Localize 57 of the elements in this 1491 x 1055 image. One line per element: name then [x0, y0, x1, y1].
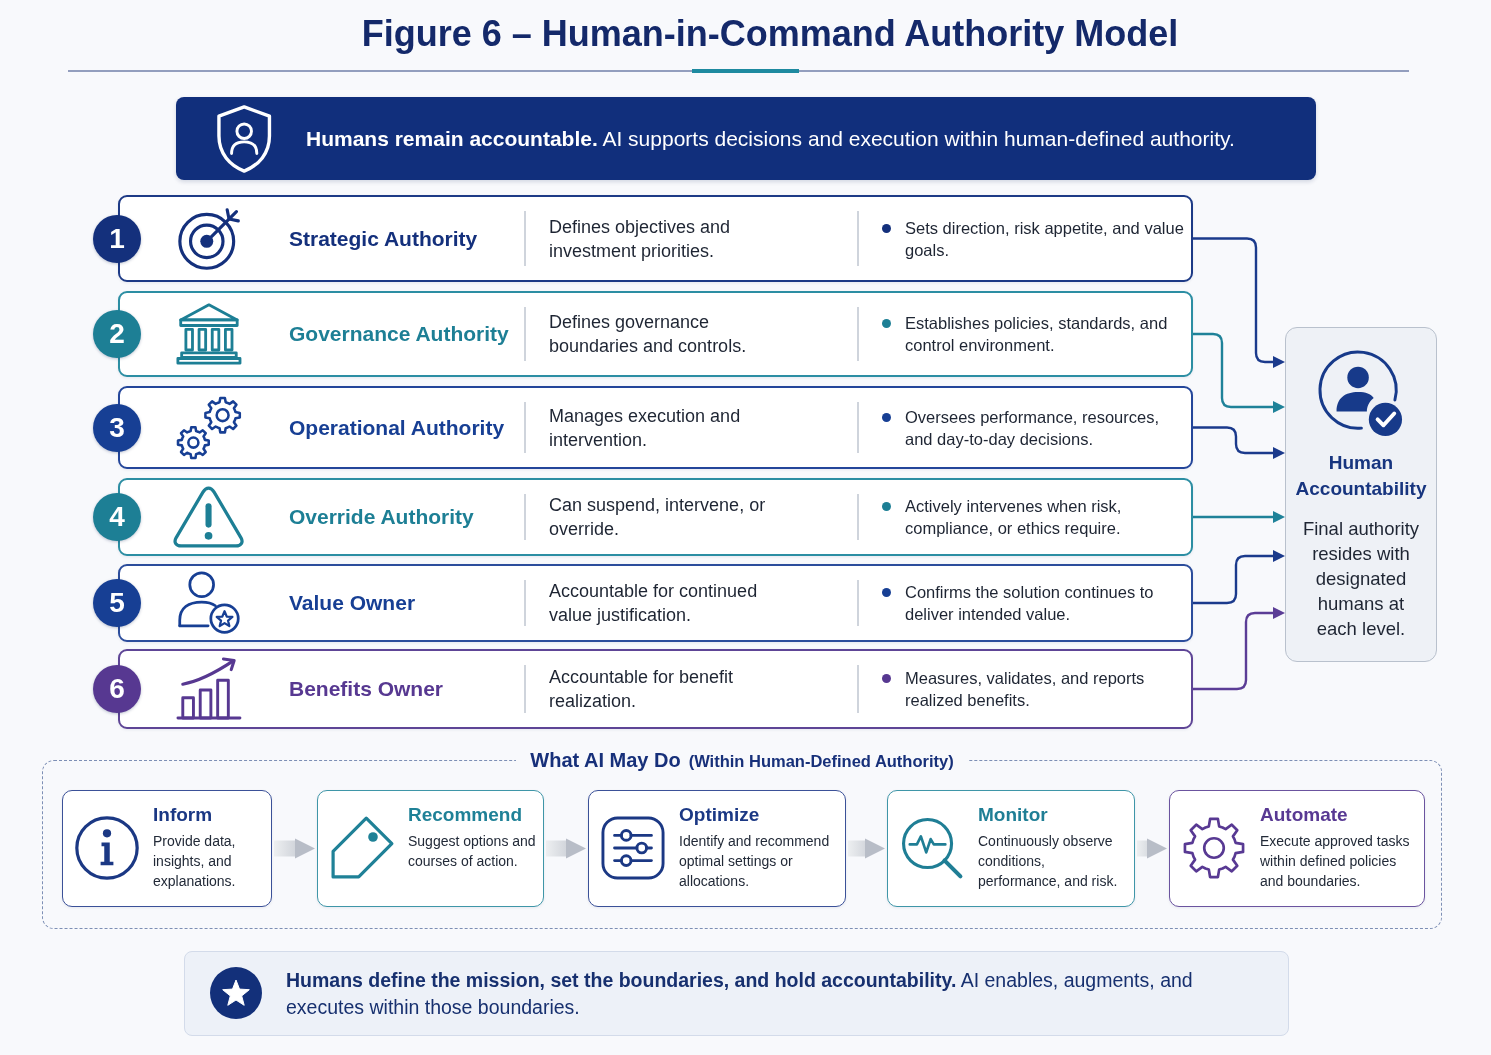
capability-card: [588, 790, 846, 907]
description-text: Manages execution and intervention.: [549, 404, 742, 452]
step-number: 3: [93, 403, 141, 452]
card-text: Continuously observe conditions, performance, and risk.: [978, 832, 1119, 891]
connector-arrow: [1193, 237, 1285, 368]
bullet-text: Measures, validates, and reports realized benefits.: [905, 668, 1146, 711]
connector-arrow: [1193, 511, 1285, 523]
bullet-text: Confirms the solution continues to deliver intended value.: [905, 582, 1155, 625]
row-title: Benefits Owner: [289, 677, 444, 701]
figure-title: Figure 6 – Human-in-Command Authority Model: [361, 13, 1179, 54]
capability-card: [1169, 790, 1425, 907]
bullet-text: Sets direction, risk appetite, and value goals.: [905, 217, 1185, 261]
chevron-arrow: [848, 838, 885, 859]
connector-arrow: [1193, 332, 1285, 413]
panel-heading: Human Accountability: [1294, 451, 1428, 501]
footer-text: Humans define the mission, set the boundaries, and hold accountability. AI enables, augments, and executes within those boundaries.: [286, 967, 1194, 1020]
chevron-arrow: [546, 838, 586, 859]
banner: [176, 97, 1316, 180]
connector-arrow: [1193, 607, 1285, 691]
card-title: Monitor: [978, 803, 1048, 827]
row-title: Override Authority: [289, 505, 474, 529]
card-text: Suggest options and courses of action.: [408, 832, 537, 871]
chevron-arrow: [274, 838, 315, 859]
step-number: 1: [93, 214, 141, 263]
description-text: Defines governance boundaries and controls.: [549, 311, 748, 358]
row-title: Value Owner: [289, 591, 416, 615]
bullet-text: Establishes policies, standards, and control environment.: [905, 313, 1169, 356]
capability-card: [317, 790, 544, 907]
row-title: Governance Authority: [289, 322, 509, 346]
card-title: Optimize: [679, 803, 760, 827]
connector-arrow: [1193, 426, 1285, 459]
row-title: Operational Authority: [289, 415, 505, 440]
description-text: Accountable for continued value justification.: [549, 580, 759, 627]
description-text: Accountable for benefit realization.: [549, 666, 735, 713]
connector-arrow: [1193, 550, 1285, 605]
step-number: 5: [93, 579, 141, 627]
step-number: 6: [93, 665, 141, 713]
step-number: 2: [93, 310, 141, 358]
capability-card: [62, 790, 272, 907]
row-title: Strategic Authority: [289, 226, 478, 251]
capability-card: [887, 790, 1135, 907]
description-text: Defines objectives and investment priorities.: [549, 215, 732, 263]
bullet-text: Oversees performance, resources, and day-to-day decisions.: [905, 406, 1161, 450]
step-number: 4: [93, 493, 141, 541]
card-title: Automate: [1260, 803, 1348, 827]
description-text: Can suspend, intervene, or override.: [549, 494, 767, 541]
chevron-arrow: [1137, 838, 1167, 859]
card-text: Execute approved tasks within defined policies and boundaries.: [1260, 832, 1411, 891]
card-title: Recommend: [408, 803, 523, 827]
panel-text: Final authority resides with designated humans at each level.: [1301, 517, 1421, 641]
card-text: Identify and recommend optimal settings or allocations.: [679, 832, 831, 891]
card-title: Inform: [153, 803, 213, 827]
banner-text: Humans remain accountable. AI supports decisions and execution within human-defined authority.: [306, 125, 1235, 152]
footer-banner: [184, 951, 1289, 1036]
summary-panel: [1285, 327, 1437, 662]
bullet-text: Actively intervenes when risk, compliance, or ethics require.: [905, 496, 1123, 539]
card-text: Provide data, insights, and explanations.: [153, 832, 237, 891]
